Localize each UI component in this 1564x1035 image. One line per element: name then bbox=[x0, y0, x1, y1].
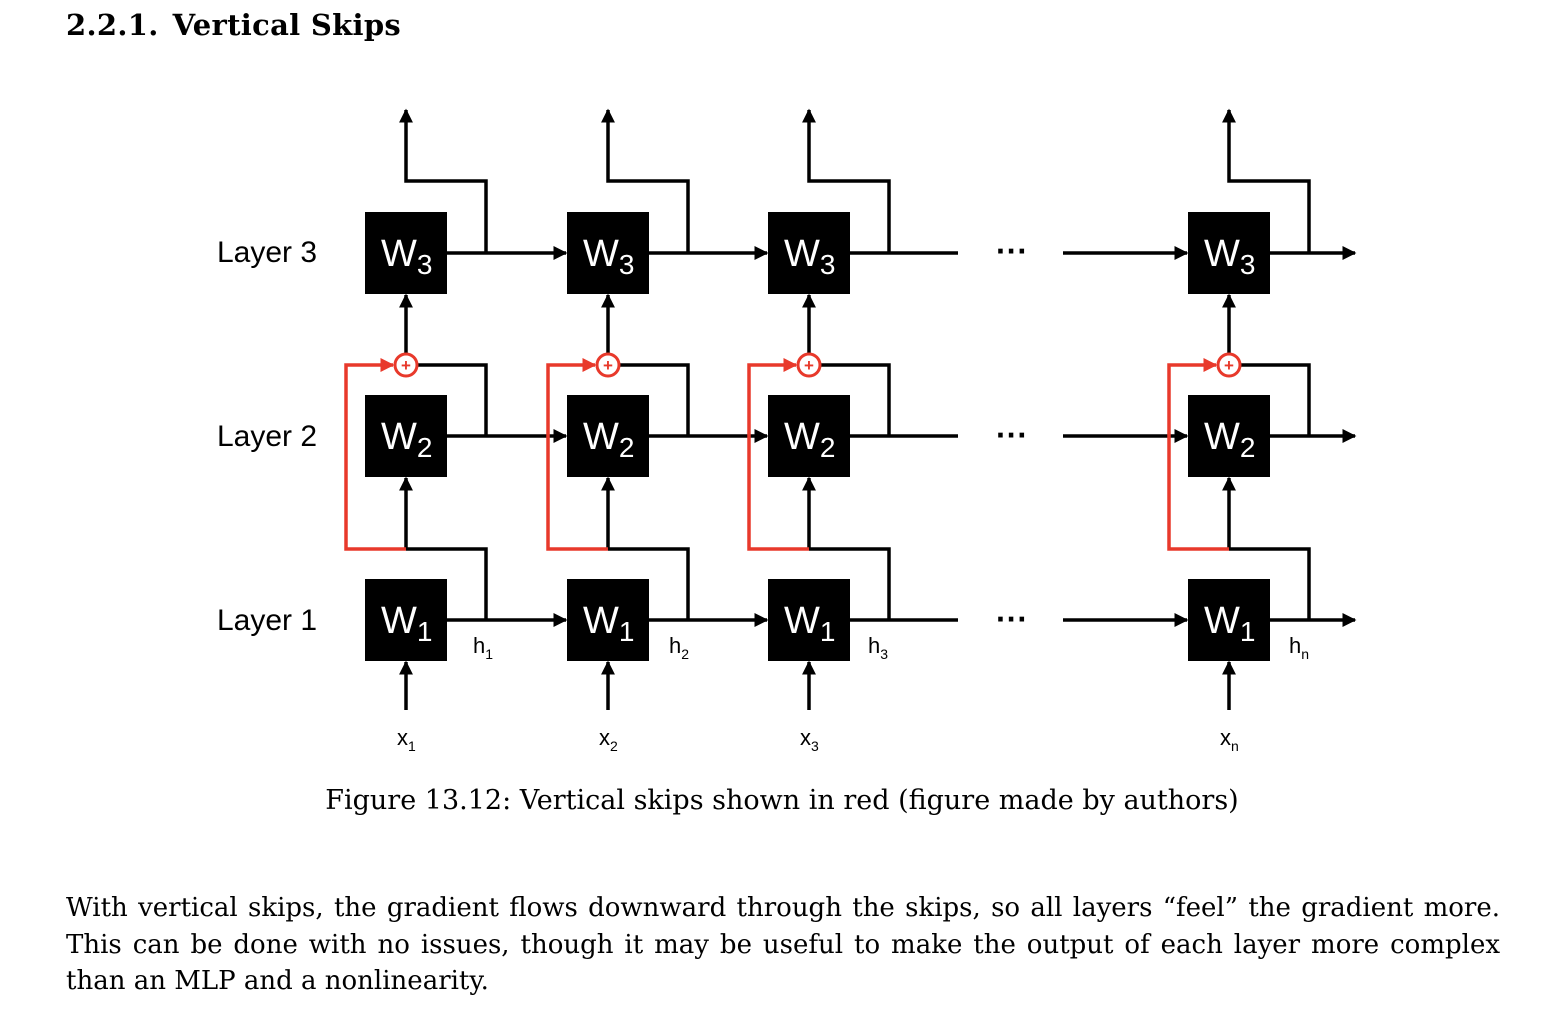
w1-branch-col-2 bbox=[608, 547, 690, 620]
weight-label-w3-col-3: W3 bbox=[784, 233, 835, 280]
weight-box-w1-col-4 bbox=[1188, 579, 1270, 661]
section-title: Vertical Skips bbox=[172, 8, 402, 42]
weight-box-w1-col-1 bbox=[365, 579, 447, 661]
layer-2-label: Layer 2 bbox=[217, 420, 317, 453]
vertical-skip-col-4 bbox=[1167, 358, 1229, 551]
weight-label-w2-col-3: W2 bbox=[784, 416, 835, 463]
body-paragraph: With vertical skips, the gradient flows … bbox=[66, 893, 1500, 996]
hidden-label-col-1: h1 bbox=[473, 633, 493, 662]
weight-box-w3-col-1 bbox=[365, 212, 447, 294]
plus-node-col-4 bbox=[1216, 352, 1242, 378]
w1-branch-col-1 bbox=[406, 547, 488, 620]
weight-label-w3-col-2: W3 bbox=[583, 233, 634, 280]
plus-symbol-col-1: + bbox=[401, 356, 411, 375]
weight-box-w1-col-3 bbox=[768, 579, 850, 661]
weight-label-w2-col-1: W2 bbox=[381, 416, 432, 463]
weight-label-w1-col-4: W1 bbox=[1204, 600, 1255, 647]
weight-label-w2-col-2: W2 bbox=[583, 416, 634, 463]
weight-box-w3-col-2 bbox=[567, 212, 649, 294]
vertical-skip-col-3 bbox=[747, 358, 809, 551]
vertical-skips-diagram: Layer 3 Layer 2 Layer 1 W3W2W1+h1x1W3W2W… bbox=[217, 108, 1357, 754]
plus-symbol-col-3: + bbox=[804, 356, 814, 375]
weight-box-w3-col-3 bbox=[768, 212, 850, 294]
w2-branch-col-3 bbox=[821, 363, 891, 436]
w2-branch-col-2 bbox=[620, 363, 690, 436]
weight-label-w1-col-3: W1 bbox=[784, 600, 835, 647]
w3-output-col-3 bbox=[802, 108, 891, 253]
weight-label-w2-col-4: W2 bbox=[1204, 416, 1255, 463]
weight-box-w2-col-2 bbox=[567, 395, 649, 477]
w3-output-col-4 bbox=[1222, 108, 1311, 253]
weight-label-w1-col-1: W1 bbox=[381, 600, 432, 647]
w1-branch-col-3 bbox=[809, 547, 891, 620]
section-number: 2.2.1. bbox=[66, 8, 159, 42]
plus-node-col-3 bbox=[796, 352, 822, 378]
weight-box-w3-col-4 bbox=[1188, 212, 1270, 294]
plus-symbol-col-4: + bbox=[1224, 356, 1234, 375]
figure-caption: Figure 13.12: Vertical skips shown in re… bbox=[325, 785, 1239, 816]
w3-output-col-1 bbox=[399, 108, 488, 253]
w2-branch-col-4 bbox=[1241, 363, 1311, 436]
weight-box-w1-col-2 bbox=[567, 579, 649, 661]
vertical-skip-col-2 bbox=[546, 358, 608, 551]
plus-node-col-2 bbox=[595, 352, 621, 378]
weight-box-w2-col-4 bbox=[1188, 395, 1270, 477]
weight-box-w2-col-1 bbox=[365, 395, 447, 477]
plus-symbol-col-2: + bbox=[603, 356, 613, 375]
hidden-label-col-2: h2 bbox=[669, 633, 689, 662]
weight-box-w2-col-3 bbox=[768, 395, 850, 477]
layer-1-label: Layer 1 bbox=[217, 604, 317, 637]
layer-3-label: Layer 3 bbox=[217, 236, 317, 269]
weight-label-w1-col-2: W1 bbox=[583, 600, 634, 647]
hidden-label-col-4: hn bbox=[1289, 633, 1309, 662]
ellipsis-layer-2: ··· bbox=[996, 417, 1028, 453]
weight-label-w3-col-4: W3 bbox=[1204, 233, 1255, 280]
input-label-col-4: xn bbox=[1220, 725, 1239, 754]
plus-node-col-1 bbox=[393, 352, 419, 378]
hidden-label-col-3: h3 bbox=[868, 633, 888, 662]
ellipsis-layer-1: ··· bbox=[996, 601, 1028, 637]
w2-branch-col-1 bbox=[418, 363, 488, 436]
vertical-skip-col-1 bbox=[344, 358, 406, 551]
ellipsis-layer-3: ··· bbox=[996, 233, 1028, 269]
weight-label-w3-col-1: W3 bbox=[381, 233, 432, 280]
w1-branch-col-4 bbox=[1229, 547, 1311, 620]
input-label-col-3: x3 bbox=[800, 725, 819, 754]
input-label-col-1: x1 bbox=[397, 725, 416, 754]
section-heading: 2.2.1. Vertical Skips bbox=[66, 8, 401, 42]
w3-output-col-2 bbox=[601, 108, 690, 253]
input-label-col-2: x2 bbox=[599, 725, 618, 754]
